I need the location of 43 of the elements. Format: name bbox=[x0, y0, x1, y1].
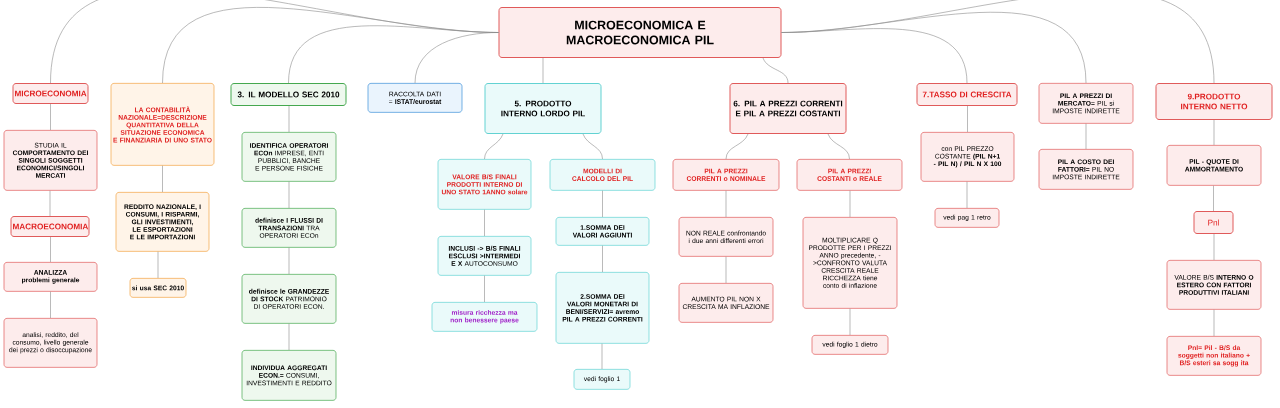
connector-line bbox=[762, 57, 789, 84]
connector-line bbox=[49, 190, 51, 217]
connector-line bbox=[50, 103, 51, 131]
connector-line bbox=[288, 181, 290, 209]
connector-line bbox=[966, 181, 968, 209]
connector-line bbox=[967, 105, 968, 133]
connector-line bbox=[602, 190, 603, 218]
connector-line bbox=[1213, 119, 1215, 146]
connector-line bbox=[725, 133, 749, 160]
connector-line bbox=[162, 165, 163, 193]
connector-line bbox=[725, 256, 727, 284]
connector-line bbox=[414, 32, 499, 84]
connector-line bbox=[288, 105, 290, 133]
connector-line bbox=[582, 133, 603, 160]
topic-box: Pnl bbox=[1193, 211, 1234, 234]
topic-box: MACROECONOMIA bbox=[10, 216, 90, 237]
connector-line bbox=[1085, 123, 1087, 150]
connector-line bbox=[288, 323, 290, 351]
connector-line bbox=[1213, 233, 1215, 261]
connector-line bbox=[484, 209, 485, 237]
connector-line bbox=[484, 275, 485, 303]
topic-box: 7.TASSO DI CRESCITA bbox=[916, 83, 1018, 106]
connector-line bbox=[1213, 185, 1214, 212]
topic-box: 6. PIL A PREZZI CORRENTI E PIL A PREZZI COSTANTI bbox=[729, 83, 847, 134]
connector-line bbox=[602, 245, 603, 273]
connector-line bbox=[781, 0, 1215, 84]
connector-line bbox=[542, 57, 544, 84]
connector-line bbox=[849, 308, 851, 336]
connector-line bbox=[601, 343, 603, 370]
connector-line bbox=[725, 190, 727, 218]
topic-box: 5. PRODOTTO INTERNO LORDO PIL bbox=[484, 83, 602, 134]
topic-box: 9.PRODOTTO INTERNO NETTO bbox=[1155, 83, 1273, 120]
connector-line bbox=[50, 291, 51, 319]
connector-line bbox=[157, 251, 159, 279]
central-topic-box: MICROECONOMICA E MACROECONOMICA PIL bbox=[498, 7, 782, 58]
connector-line bbox=[849, 190, 851, 218]
connector-line bbox=[50, 236, 51, 263]
topic-box: 3. IL MODELLO SEC 2010 bbox=[230, 83, 347, 106]
connector-line bbox=[484, 133, 504, 160]
topic-box: MICROECONOMIA bbox=[12, 83, 89, 104]
connector-line bbox=[827, 133, 850, 160]
connector-line bbox=[1213, 309, 1215, 337]
connector-line bbox=[288, 247, 290, 275]
